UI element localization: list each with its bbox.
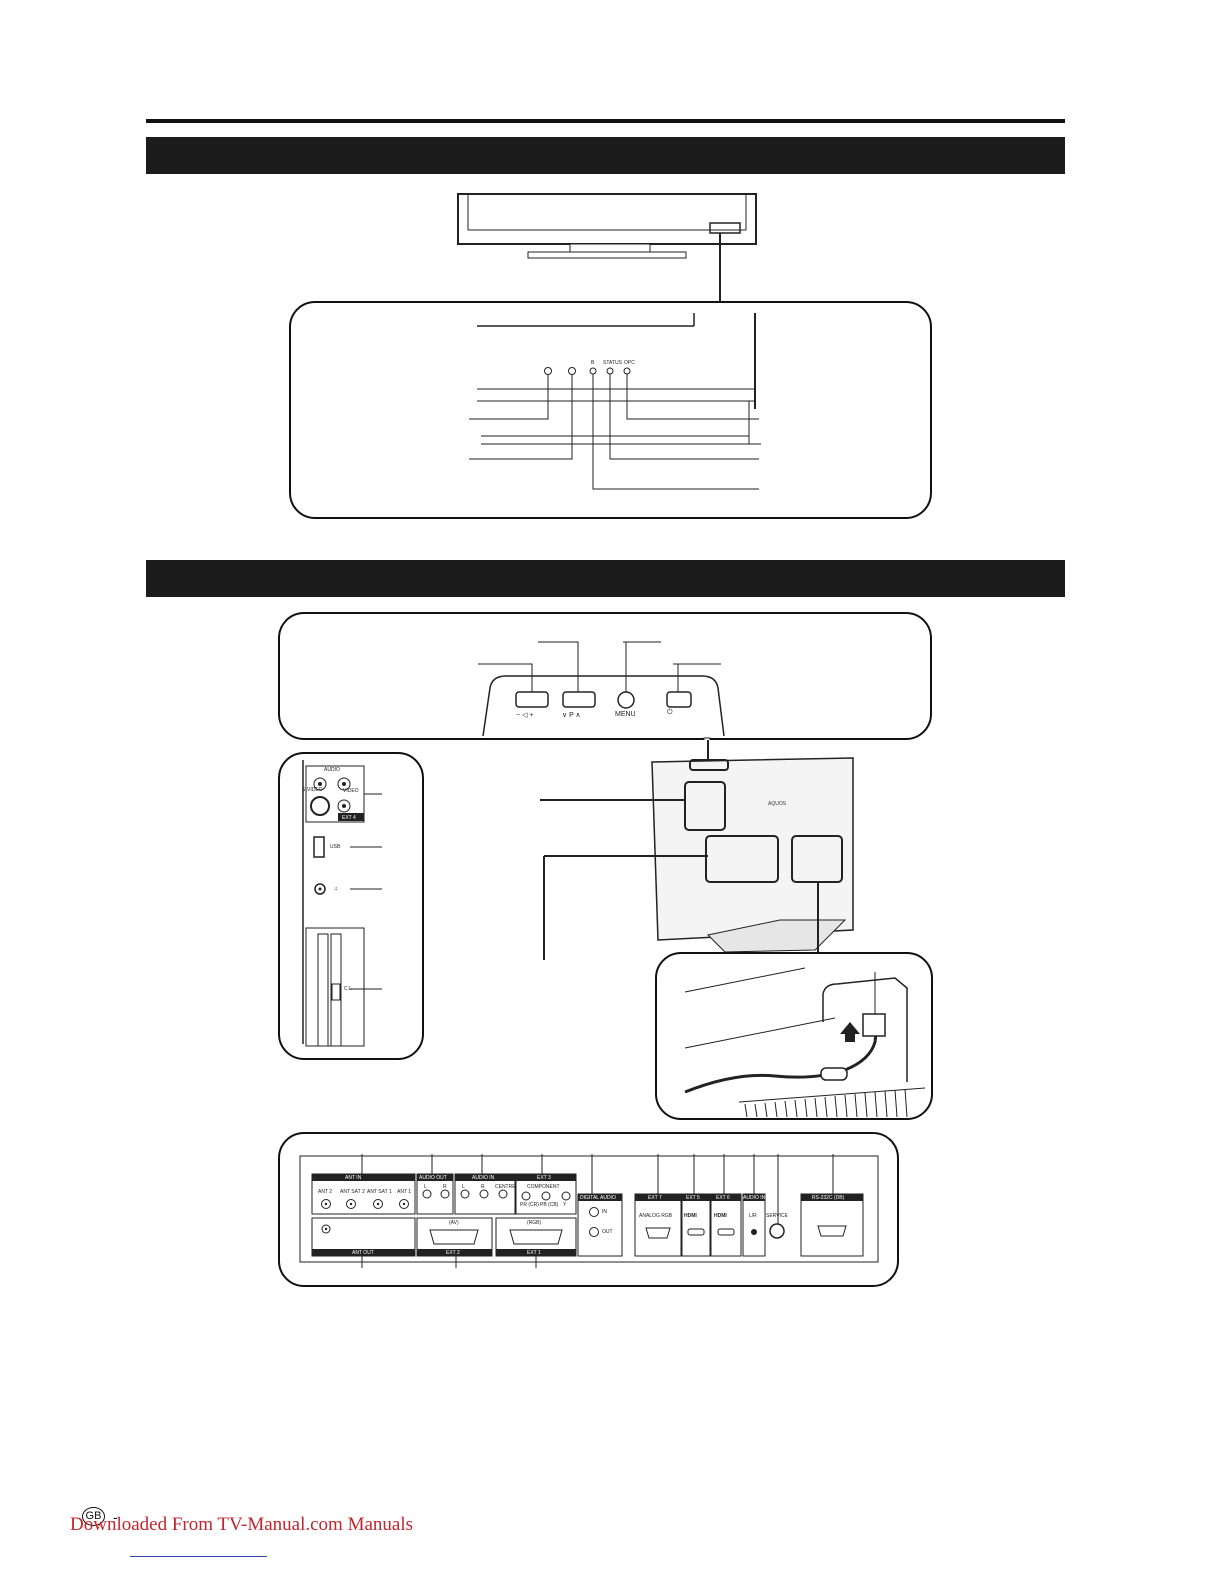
usb-label: USB [330,844,341,850]
digital-out-label: OUT [602,1229,613,1235]
rear-terminals-drawing [299,1154,879,1268]
side-svideo-label: S-VIDEO [302,787,323,793]
service-label: SERVICE [766,1213,788,1219]
ext2-sub-label: (AV) [449,1220,459,1226]
ext5-hdmi-label: HDMI [684,1213,697,1219]
footer-underline [130,1556,267,1557]
power-cord-closeup [655,952,933,1120]
lr-label: L/R [749,1213,757,1219]
audio-in-r-label: R [481,1184,485,1190]
ant-1-label: ANT 1 [397,1189,412,1195]
rs232c-label: RS-232C (DB) [812,1195,845,1201]
side-ext4-label: EXT 4 [342,815,356,821]
component-y-label: Y [563,1202,567,1208]
ant-sat1-label: ANT SAT 1 [367,1189,392,1195]
digital-in-label: IN [602,1209,607,1215]
download-source-link[interactable]: Downloaded From TV-Manual.com Manuals [70,1514,414,1535]
side-audio-label: AUDIO [324,767,340,773]
audio-in-label: AUDIO IN [472,1175,495,1181]
side-video-label: VIDEO [343,788,359,794]
side-controls-drawing [478,641,725,740]
power-icon: ⏻ [667,709,673,716]
headphone-icon: ♫ [334,886,338,892]
ext6-label: EXT 6 [716,1195,730,1201]
menu-label: MENU [615,711,636,718]
tv-rear-illustration: AQUOS [540,740,854,960]
audio-out-r-label: R [443,1184,447,1190]
ant-sat2-label: ANT SAT 2 [340,1189,365,1195]
audio-out-label: AUDIO OUT [419,1175,447,1181]
side-controls-panel [278,612,932,740]
ext1-sub-label: (RGB) [527,1220,542,1226]
led-label-opc: OPC [624,360,635,366]
section-bar-rear [146,560,1065,597]
audio-in2-label: AUDIO IN [743,1195,766,1201]
led-label-status: STATUS [603,360,622,366]
gb-badge: GB [82,1507,105,1526]
ant-out-label: ANT OUT [352,1250,374,1256]
power-cord-drawing [684,967,926,1118]
ext6-hdmi-label: HDMI [714,1213,727,1219]
ext7-label: EXT 7 [648,1195,662,1201]
tv-front-illustration [457,193,757,302]
led-label-b: B [591,360,595,366]
component-pb-label: PB (CB) [540,1202,559,1208]
component-label: COMPONENT [527,1184,560,1190]
analog-rgb-label: ANALOG RGB [639,1213,673,1219]
section-bar-front [146,137,1065,174]
volume-label: − ◁ + [516,712,534,719]
ext2-label: EXT 2 [446,1250,460,1256]
svg-text:AQUOS: AQUOS [768,801,787,807]
ext3-label: EXT 3 [537,1175,551,1181]
ext1-label: EXT 1 [527,1250,541,1256]
audio-in-centre-label: CENTRE [495,1184,516,1190]
audio-in-l-label: L [462,1184,465,1190]
ant-in-label: ANT IN [345,1175,362,1181]
component-pr-label: PR (CR) [520,1202,539,1208]
ci-label: C.I. [344,986,352,992]
top-rule [146,119,1065,123]
channel-label: ∨ P ∧ [562,712,581,719]
side-terminals-drawing [302,760,382,1047]
ant-2-label: ANT 2 [318,1189,333,1195]
front-closeup-drawing [469,313,761,490]
digital-audio-label: DIGITAL AUDIO [580,1195,616,1201]
page-dash: - [113,1509,118,1525]
audio-out-l-label: L [424,1184,427,1190]
ext5-label: EXT 5 [686,1195,700,1201]
